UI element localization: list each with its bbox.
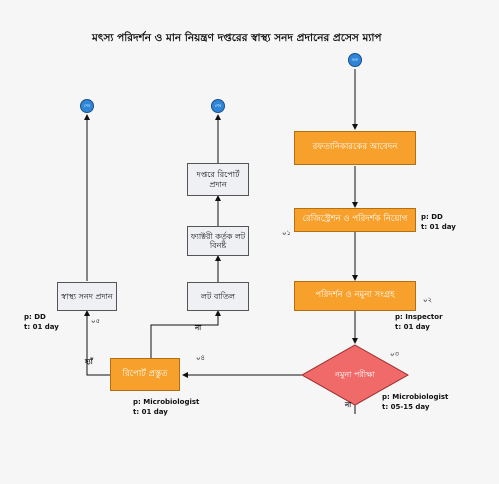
no-label-bottom: না [345,401,352,409]
end-terminal-cert: শেষ [80,99,94,113]
inspect-person: p: Inspector [395,313,443,321]
register-step-number: ০১ [282,229,292,237]
register-time: t: 01 day [421,223,456,231]
start-label: শুরু [351,56,359,62]
cert-time: t: 01 day [24,323,59,331]
test-diamond [300,344,410,406]
inspect-time: t: 01 day [395,323,430,331]
end-label-office: শেষ [214,102,222,108]
report-to-office-box: দপ্তরে রিপোর্ট প্রদান [187,163,249,196]
health-cert-box: স্বাস্থ্য সনদ প্রদান [57,282,117,311]
test-time: t: 05-15 day [382,403,430,411]
test-label: নমুনা পরীক্ষা [335,370,375,380]
cert-person: p: DD [24,313,46,321]
lot-cancel-box: লট বাতিল [187,282,249,311]
test-step-number: ০৩ [390,350,400,358]
arrow-report-to-lot-cancel [150,310,221,358]
report-time: t: 01 day [133,408,168,416]
inspect-step-number: ০২ [423,296,433,304]
start-terminal: শুরু [348,53,362,67]
end-label-cert: শেষ [83,102,91,108]
apply-box: রফতানিকারকের আবেদন [294,131,416,165]
register-person: p: DD [421,213,443,221]
report-person: p: Microbiologist [133,398,200,406]
register-box: রেজিস্ট্রেশন ও পরিদর্শক নিয়োগ [294,208,416,232]
lot-destroy-box: ফ্যাক্টরী কর্তৃক লট বিনষ্ট [187,226,249,256]
end-terminal-office: শেষ [211,99,225,113]
cert-step-number: ০৫ [91,317,101,325]
inspect-box: পরিদর্শন ও নমুনা সংগ্রহ [294,281,416,311]
report-box: রিপোর্ট প্রস্তুত [110,358,180,391]
no-label-left: না [195,324,202,332]
test-person: p: Microbiologist [382,393,449,401]
report-step-number: ০৪ [196,354,206,362]
page-title: মৎস্য পরিদর্শন ও মান নিয়ন্ত্রণ দপ্তরের … [92,32,382,44]
yes-label: হ্যাঁ [85,358,93,366]
arrow-report-to-cert [84,310,110,376]
